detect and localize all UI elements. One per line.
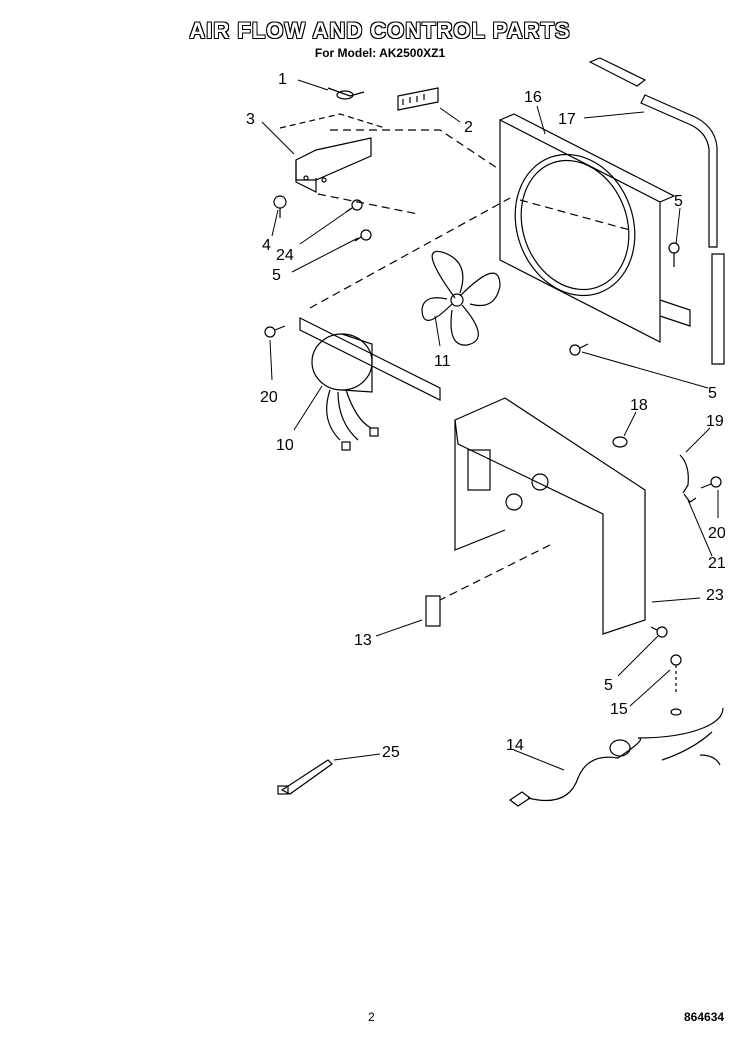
callout-2: 2 xyxy=(464,119,473,136)
callout-5c: 5 xyxy=(708,385,717,402)
part-25-cable-tie xyxy=(277,759,333,795)
callout-14: 14 xyxy=(506,737,524,754)
callout-20b: 20 xyxy=(708,525,726,542)
part-23-control-housing xyxy=(439,397,646,635)
part-10-fan-motor xyxy=(299,317,441,451)
callout-15: 15 xyxy=(610,701,628,718)
callout-5b: 5 xyxy=(674,193,683,210)
callout-5d: 5 xyxy=(604,677,613,694)
part-21-clip xyxy=(683,493,697,503)
screw-part-15 xyxy=(670,654,682,716)
part-3-control-bracket xyxy=(279,113,386,193)
part-11-fan-blade xyxy=(421,251,501,346)
document-number: 864634 xyxy=(684,1010,725,1024)
callout-25: 25 xyxy=(382,744,400,761)
callout-21: 21 xyxy=(708,555,726,572)
callout-4: 4 xyxy=(262,237,271,254)
part-14-power-cord xyxy=(508,707,724,807)
callout-5a: 5 xyxy=(272,267,281,284)
screw-part-5-lower xyxy=(569,343,589,356)
page-number: 2 xyxy=(368,1010,375,1024)
callout-13: 13 xyxy=(354,632,372,649)
part-17-seal-strips xyxy=(588,57,725,365)
callout-1: 1 xyxy=(278,71,287,88)
callout-11: 11 xyxy=(434,353,451,370)
part-1-wire-connector xyxy=(327,87,365,100)
screw-part-20-right xyxy=(700,476,722,489)
screw-part-5-bottom xyxy=(650,626,668,638)
callout-16: 16 xyxy=(524,89,542,106)
callout-19: 19 xyxy=(706,413,724,430)
callout-20a: 20 xyxy=(260,389,278,406)
model-subtitle: For Model: AK2500XZ1 xyxy=(314,46,446,60)
callout-labels: 1 2 3 4 24 5 16 17 5 20 10 11 5 18 19 20… xyxy=(246,71,726,761)
callout-17: 17 xyxy=(558,111,576,128)
screw-part-4 xyxy=(273,195,287,218)
part-13-switch xyxy=(425,595,441,627)
screw-part-20-left xyxy=(264,325,286,338)
part-16-shroud xyxy=(499,113,691,343)
callout-24: 24 xyxy=(276,247,294,264)
callout-23: 23 xyxy=(706,587,724,604)
callout-18: 18 xyxy=(630,397,648,414)
callout-10: 10 xyxy=(276,437,294,454)
part-19-capacitor-strap xyxy=(679,454,689,494)
page-title: AIR FLOW AND CONTROL PARTS xyxy=(189,18,571,43)
part-18-grommet xyxy=(612,436,628,448)
screw-part-5-top xyxy=(354,229,372,242)
callout-3: 3 xyxy=(246,111,255,128)
screw-part-5-right xyxy=(668,242,680,267)
part-2-terminal-block xyxy=(397,87,439,111)
